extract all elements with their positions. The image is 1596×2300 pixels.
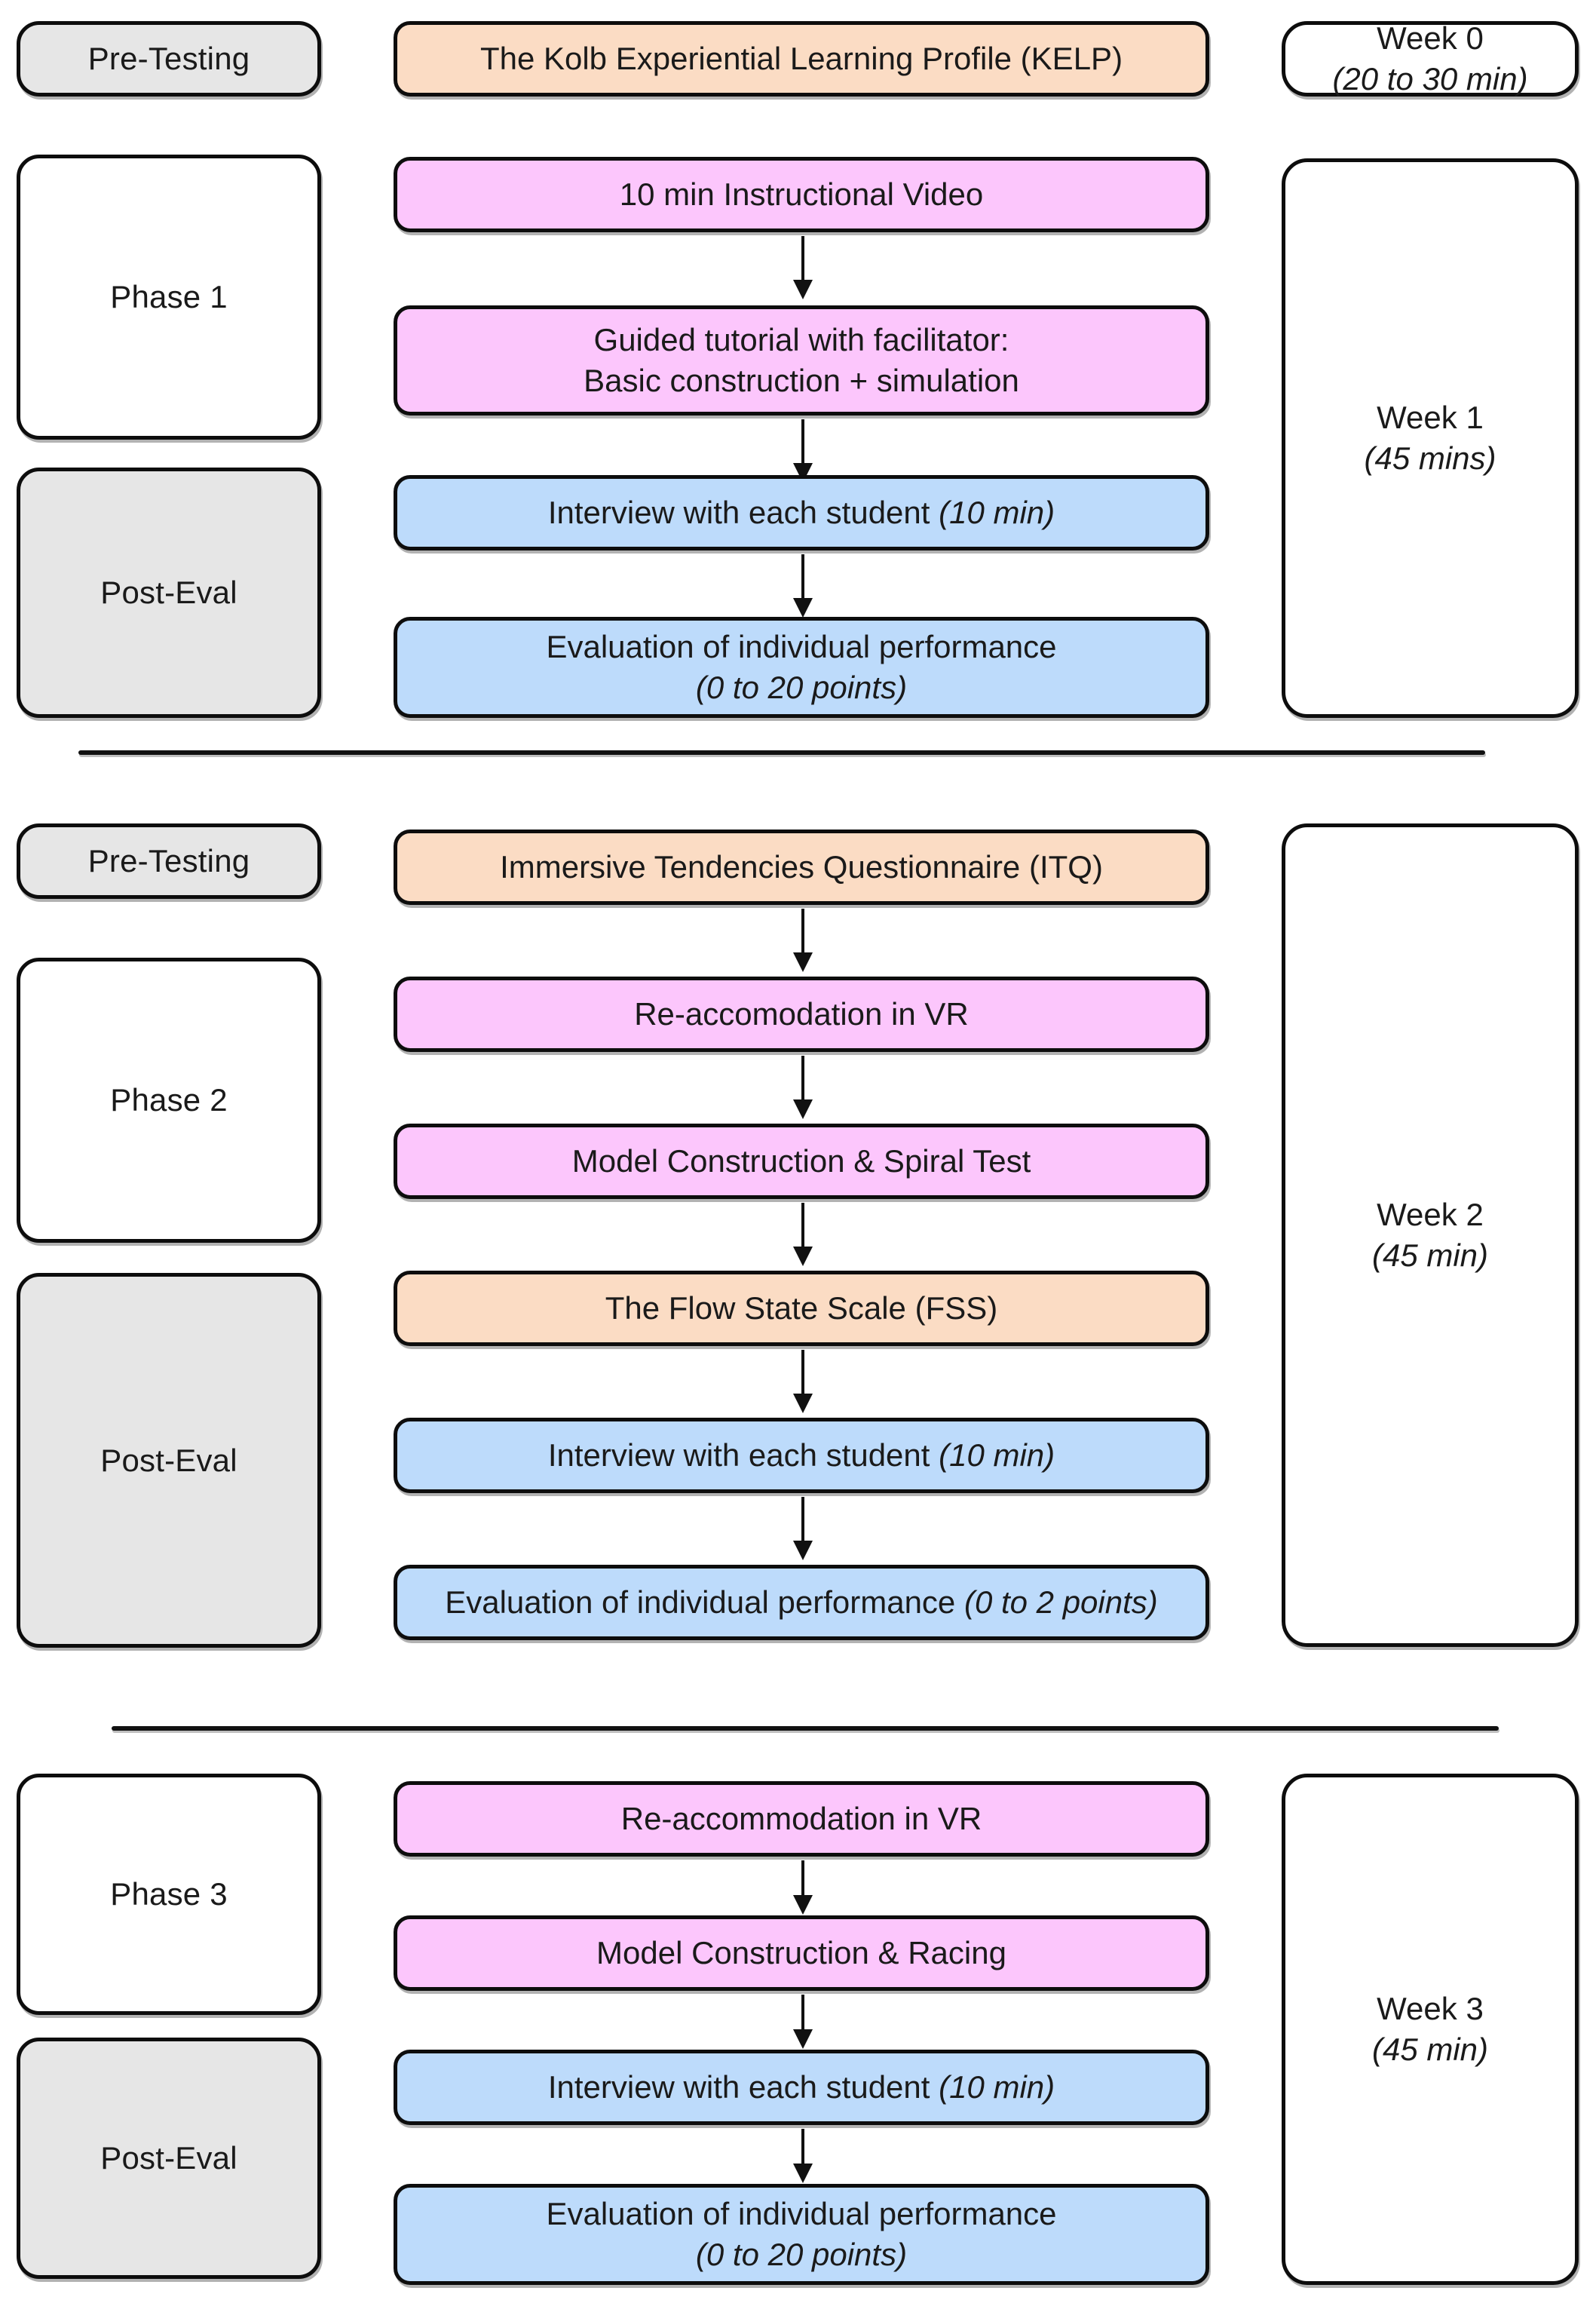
week-line-2: (45 min) [1371,2032,1489,2067]
step-box-model-construction-spiral: Model Construction & Spiral Test [394,1124,1209,1199]
stage-box-post-eval-3: Post-Eval [17,2038,321,2279]
stage-label: Phase 3 [110,1876,228,1912]
step-box-evaluation-3: Evaluation of individual performance (0 … [394,2184,1209,2285]
stage-box-phase-1: Phase 1 [17,155,321,440]
stage-box-pre-testing-1: Pre-Testing [17,21,321,97]
step-box-instructional-video: 10 min Instructional Video [394,157,1209,232]
stage-box-phase-2: Phase 2 [17,958,321,1243]
step-box-reaccomodation-vr-2: Re-accomodation in VR [394,977,1209,1052]
step-line-1: Evaluation of individual performance [546,2196,1057,2232]
stage-label: Phase 2 [110,1082,228,1118]
step-line-1: Guided tutorial with facilitator: [593,322,1009,358]
stage-label: Phase 1 [110,279,228,315]
stage-box-pre-testing-2: Pre-Testing [17,823,321,899]
step-text: Evaluation of individual performance [445,1584,964,1621]
step-box-reaccommodation-vr-3: Re-accommodation in VR [394,1781,1209,1857]
step-label: Evaluation of individual performance (0 … [397,627,1205,708]
week-line-1: Week 2 [1377,1197,1484,1233]
step-text: Interview with each student [547,495,939,531]
step-line-2: (0 to 20 points) [695,2237,908,2272]
section-divider-1 [78,750,1485,755]
step-label: Immersive Tendencies Questionnaire (ITQ) [500,849,1103,885]
week-box-3: Week 3 (45 min) [1282,1774,1579,2285]
stage-box-post-eval-2: Post-Eval [17,1273,321,1648]
step-label: Re-accommodation in VR [620,1801,982,1837]
step-label: Evaluation of individual performance (0 … [397,1582,1205,1623]
week-box-0: Week 0 (20 to 30 min) [1282,18,1579,100]
week-label: Week 1 (45 mins) [1285,397,1575,479]
step-label: Re-accomodation in VR [634,996,969,1032]
step-box-interview-2: Interview with each student (10 min) [394,1418,1209,1493]
week-line-1: Week 3 [1377,1991,1484,2027]
step-box-interview-3: Interview with each student (10 min) [394,2050,1209,2125]
step-label: Evaluation of individual performance (0 … [397,2194,1205,2275]
week-line-1: Week 1 [1377,400,1484,436]
step-line-2: Basic construction + simulation [584,363,1019,398]
step-emphasis: (10 min) [939,2069,1055,2105]
stage-label: Post-Eval [100,2140,237,2176]
week-label: Week 0 (20 to 30 min) [1285,18,1575,100]
step-box-model-construction-racing: Model Construction & Racing [394,1915,1209,1991]
week-line-1: Week 0 [1377,20,1484,57]
step-box-kelp: The Kolb Experiential Learning Profile (… [394,21,1209,97]
stage-box-phase-3: Phase 3 [17,1774,321,2015]
step-label: The Flow State Scale (FSS) [605,1290,998,1326]
step-emphasis: (0 to 2 points) [963,1584,1158,1621]
step-label: Interview with each student (10 min) [397,1435,1205,1476]
stage-label: Pre-Testing [87,843,250,879]
week-label: Week 3 (45 min) [1285,1989,1575,2070]
stage-label: Post-Eval [100,1442,237,1478]
step-line-2: (0 to 20 points) [695,670,908,705]
step-label: Interview with each student (10 min) [397,492,1205,533]
step-emphasis: (10 min) [939,495,1055,531]
step-box-flow-state-scale: The Flow State Scale (FSS) [394,1271,1209,1346]
section-divider-2 [112,1726,1499,1731]
week-line-2: (20 to 30 min) [1332,61,1528,97]
week-line-2: (45 min) [1371,1237,1489,1273]
step-label: Interview with each student (10 min) [397,2067,1205,2108]
step-text: Interview with each student [547,2069,939,2105]
step-box-evaluation-1: Evaluation of individual performance (0 … [394,617,1209,718]
step-box-evaluation-2: Evaluation of individual performance (0 … [394,1565,1209,1640]
step-box-guided-tutorial: Guided tutorial with facilitator: Basic … [394,305,1209,416]
step-emphasis: (10 min) [939,1437,1055,1474]
step-label: Model Construction & Racing [596,1935,1006,1971]
stage-box-post-eval-1: Post-Eval [17,468,321,718]
stage-label: Post-Eval [100,575,237,611]
week-line-2: (45 mins) [1364,440,1496,476]
step-box-interview-1: Interview with each student (10 min) [394,475,1209,550]
step-label: Model Construction & Spiral Test [571,1143,1031,1179]
week-label: Week 2 (45 min) [1285,1194,1575,1276]
stage-label: Pre-Testing [87,41,250,77]
week-box-2: Week 2 (45 min) [1282,823,1579,1647]
step-box-itq: Immersive Tendencies Questionnaire (ITQ) [394,830,1209,905]
step-label: Guided tutorial with facilitator: Basic … [397,320,1205,401]
step-line-1: Evaluation of individual performance [546,629,1057,665]
step-text: Interview with each student [547,1437,939,1474]
step-label: 10 min Instructional Video [619,176,984,213]
step-label: The Kolb Experiential Learning Profile (… [479,41,1123,77]
week-box-1: Week 1 (45 mins) [1282,158,1579,718]
